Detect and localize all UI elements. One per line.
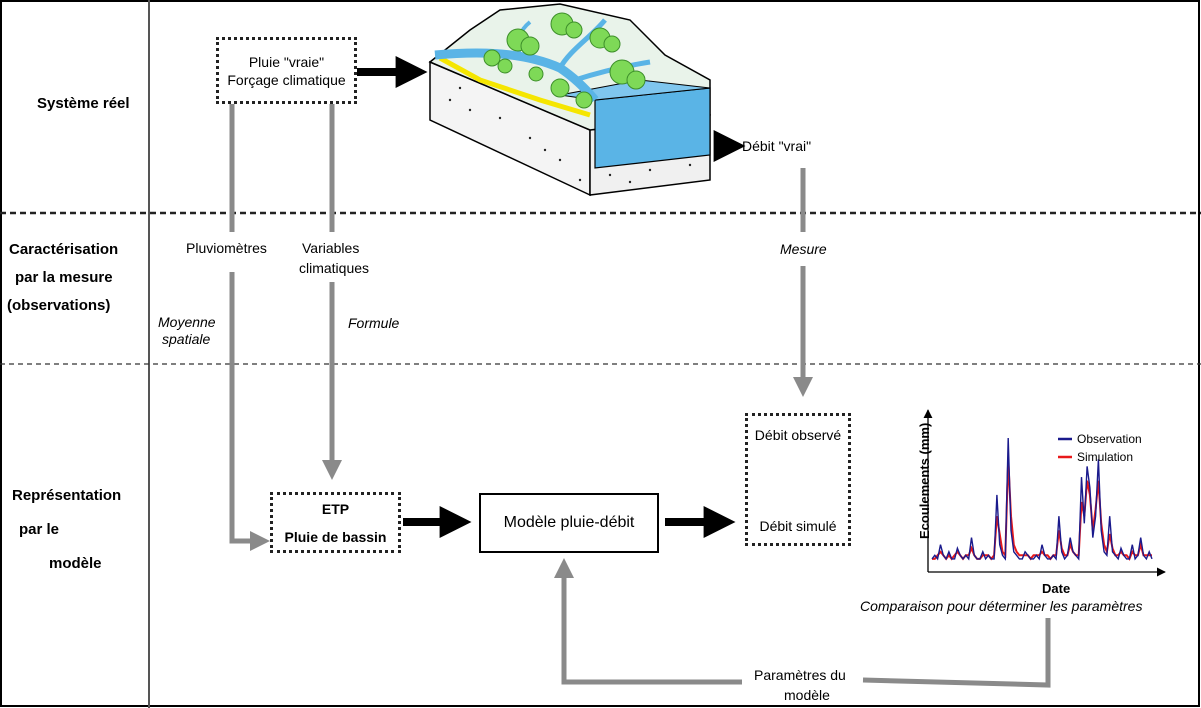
modele-pluie-debit-box: Modèle pluie-débit (479, 493, 659, 553)
pluie-bassin-label: Pluie de bassin (284, 528, 387, 545)
etp-pluie-bassin-box: ETP Pluie de bassin (270, 492, 401, 553)
pluie-vraie-label: Pluie "vraie" (248, 53, 325, 70)
parametres-label-2: modèle (784, 687, 830, 703)
comparaison-label: Comparaison pour déterminer les paramètr… (860, 598, 1143, 614)
legend-observation: Observation (1077, 432, 1142, 446)
chart-y-label: Ecoulements (mm) (917, 422, 932, 539)
arrow-pluviometres-to-pluie-bassin (229, 272, 270, 551)
pluie-vraie-box: Pluie "vraie" Forçage climatique (216, 37, 357, 104)
legend-simulation: Simulation (1077, 450, 1134, 464)
debit-output-box: Débit observé Débit simulé (745, 413, 851, 546)
climatiques-label: climatiques (299, 260, 370, 276)
series-line-observation (931, 437, 1153, 561)
debit-simule-label: Débit simulé (759, 518, 837, 534)
row-title-systeme-reel: Système réel (37, 95, 130, 112)
row-title-modele-3: modèle (49, 555, 102, 572)
row-title-modele-2: par le (19, 521, 60, 538)
row-title-mesure-3: (observations) (7, 297, 111, 314)
series-line-simulation (932, 459, 1152, 561)
line-comparison-to-params (862, 618, 1051, 688)
formule-label: Formule (348, 315, 400, 331)
forcage-climatique-label: Forçage climatique (227, 71, 346, 88)
hydrograph-chart (923, 409, 1166, 577)
row-title-mesure-1: Caractérisation (9, 241, 119, 258)
parametres-label-1: Paramètres du (754, 667, 846, 683)
debit-observe-label: Débit observé (754, 427, 842, 443)
modele-label: Modèle pluie-débit (503, 514, 635, 531)
row-title-mesure-2: par la mesure (15, 269, 113, 286)
row-title-modele-1: Représentation (12, 487, 122, 504)
chart-x-label: Date (1042, 581, 1071, 596)
arrow-params-to-model (554, 558, 742, 685)
pluviometres-label: Pluviomètres (186, 240, 267, 256)
moyenne-label: Moyenne (158, 314, 216, 330)
mesure-label: Mesure (780, 241, 827, 257)
variables-label: Variables (302, 240, 360, 256)
etp-label: ETP (321, 500, 350, 517)
spatiale-label: spatiale (162, 331, 211, 347)
watershed-illustration (428, 3, 711, 197)
debit-vrai-label: Débit "vrai" (742, 138, 812, 154)
